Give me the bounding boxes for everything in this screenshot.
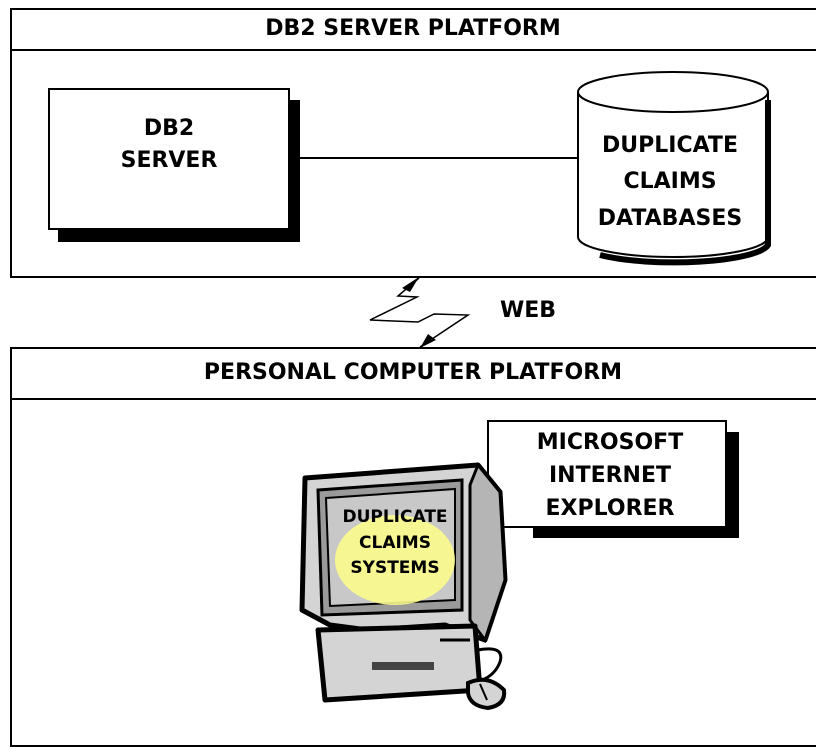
browser-label-line1: MICROSOFT — [536, 430, 684, 455]
desktop-computer-icon — [299, 462, 508, 711]
db2-server-box — [48, 88, 290, 230]
server-platform-panel — [10, 8, 816, 278]
database-label-line3: DATABASES — [597, 205, 743, 231]
db2-server-label-line2: SERVER — [120, 147, 218, 173]
pc-platform-header: PERSONAL COMPUTER PLATFORM — [10, 347, 816, 400]
screen-label-line1: DUPLICATE — [342, 507, 448, 527]
lightning-web-icon — [369, 277, 471, 348]
database-label-line2: CLAIMS — [623, 169, 717, 195]
db2-server-label-line1: DB2 — [143, 116, 195, 141]
browser-label-line2: INTERNET — [548, 463, 672, 488]
screen-label-line3: SYSTEMS — [350, 558, 440, 578]
database-cylinder-icon — [577, 71, 771, 266]
web-label: WEB — [500, 298, 557, 323]
screen-label-line2: CLAIMS — [359, 532, 431, 553]
database-label-line1: DUPLICATE — [602, 133, 738, 158]
server-platform-title: DB2 SERVER PLATFORM — [265, 15, 561, 41]
database-label: DUPLICATE CLAIMS DATABASES — [570, 128, 770, 237]
browser-box — [487, 420, 727, 528]
server-platform-header: DB2 SERVER PLATFORM — [10, 8, 816, 51]
browser-label-line3: EXPLORER — [545, 496, 675, 521]
screen-label: DUPLICATE CLAIMS SYSTEMS — [336, 505, 454, 582]
diagram-shapes — [290, 71, 771, 348]
db2-server-label: DB2 SERVER — [48, 113, 290, 177]
browser-label: MICROSOFT INTERNET EXPLORER — [500, 426, 720, 525]
pc-platform-title: PERSONAL COMPUTER PLATFORM — [203, 359, 623, 385]
